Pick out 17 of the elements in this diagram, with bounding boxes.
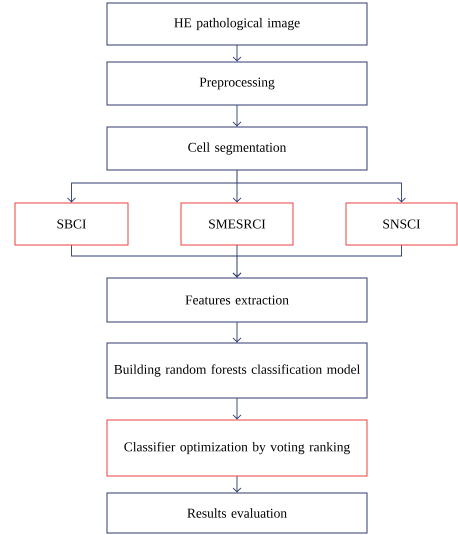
arrow <box>232 105 242 126</box>
step-box: HE pathological image <box>106 2 368 46</box>
arrow <box>236 170 406 202</box>
arrow <box>232 245 402 278</box>
step-box: Preprocessing <box>106 62 368 106</box>
arrow <box>232 476 242 492</box>
highlighted-step-box: SMESRCI <box>180 202 294 246</box>
highlighted-step-box: SBCI <box>14 202 128 246</box>
step-box: Cell segmentation <box>106 126 368 170</box>
step-box: Results evaluation <box>106 492 368 534</box>
arrow <box>232 322 242 342</box>
arrow <box>232 398 242 420</box>
arrow <box>232 45 242 62</box>
step-box: Building random forests classification model <box>106 342 368 398</box>
step-box: Features extraction <box>106 278 368 322</box>
highlighted-step-box: Classifier optimization by voting ranking <box>106 420 368 476</box>
highlighted-step-box: SNSCI <box>346 202 458 246</box>
